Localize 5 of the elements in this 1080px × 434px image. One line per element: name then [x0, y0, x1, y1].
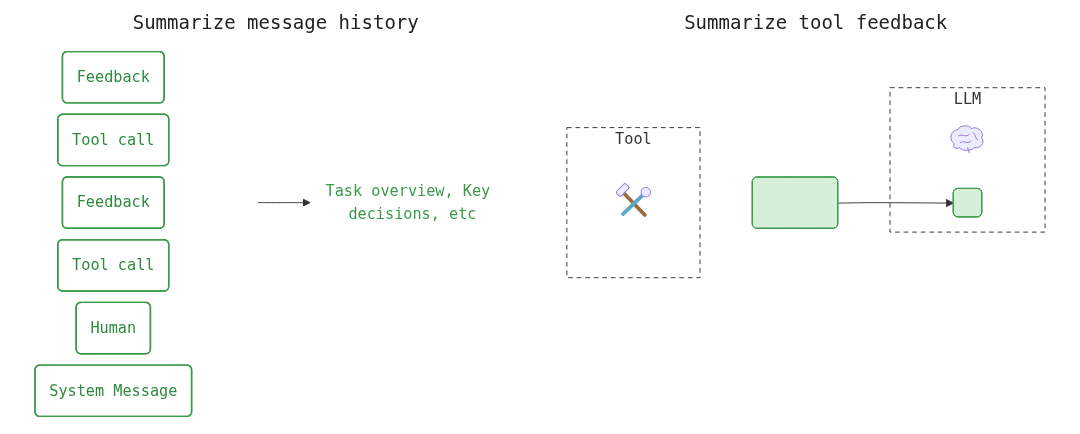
section-title: Summarize tool feedback [684, 11, 948, 33]
section-title: Summarize message history [132, 11, 419, 33]
node-text: Task overview, Key decisions, etc [325, 181, 491, 223]
cluster: Tool [566, 127, 701, 279]
cluster: LLM [889, 87, 1046, 233]
